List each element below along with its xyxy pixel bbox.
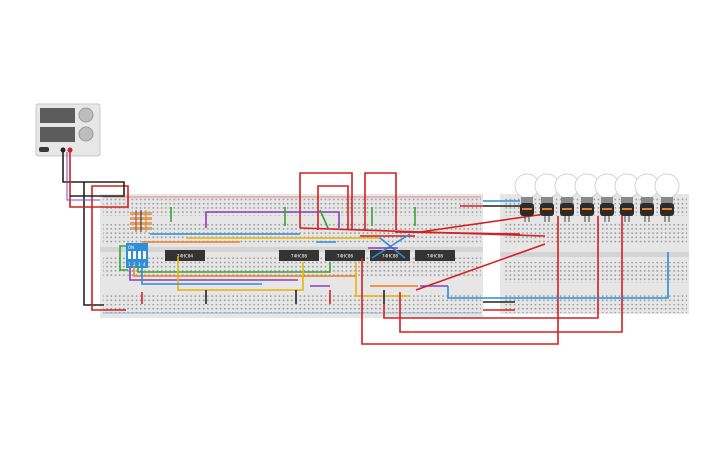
light-bulb[interactable] — [534, 173, 560, 222]
bulb-array — [514, 173, 680, 222]
dip-toggle[interactable] — [138, 251, 141, 259]
ic-chip[interactable]: 74HC08 — [325, 250, 365, 261]
ic-chip[interactable]: 74HC08 — [415, 250, 455, 261]
wire-blue-right[interactable] — [447, 252, 669, 299]
wire-black-top[interactable] — [70, 181, 125, 197]
ic-chips: 74HC04 74HC08 74HC08 74HC08 74HC08 — [165, 250, 455, 261]
ic-chip-label: 74HC08 — [382, 254, 399, 260]
wire-red-power[interactable] — [69, 152, 129, 311]
wire-purple-1[interactable] — [205, 211, 340, 228]
dip-toggle[interactable] — [133, 251, 136, 259]
resistor-array[interactable] — [130, 210, 152, 232]
dip-toggle[interactable] — [128, 251, 131, 259]
wire-red-diag-4[interactable] — [415, 243, 546, 291]
ic-chip[interactable]: 74HC08 — [370, 250, 410, 261]
wire-red-loop-2[interactable] — [317, 185, 349, 230]
power-supply[interactable] — [35, 103, 101, 157]
wire-yellow-2[interactable] — [355, 262, 410, 297]
wire-green-long[interactable] — [137, 262, 331, 273]
dip-position-label: 1 — [128, 262, 131, 267]
ic-chip[interactable]: 74HC08 — [279, 250, 319, 261]
negative-terminal[interactable] — [60, 147, 66, 153]
ic-chip[interactable]: 74HC04 — [165, 250, 205, 261]
wire-green-diag[interactable] — [319, 209, 329, 229]
wire-red-diag-2[interactable] — [394, 231, 521, 235]
wire-yellow-long[interactable] — [177, 256, 304, 291]
light-bulb[interactable] — [514, 173, 540, 222]
ic-chip-label: 74HC04 — [177, 254, 194, 260]
dip-toggle[interactable] — [143, 251, 146, 259]
wire-red-loop-3[interactable] — [364, 172, 397, 230]
light-bulb[interactable] — [554, 173, 580, 222]
wire-red-big-3[interactable] — [383, 216, 599, 319]
ic-chip-label: 74HC08 — [291, 254, 308, 260]
light-bulb[interactable] — [574, 173, 600, 222]
power-switch[interactable] — [39, 147, 49, 152]
wire-red-big-2[interactable] — [399, 216, 623, 333]
wire-red-big-1[interactable] — [361, 216, 559, 345]
wire-blue-long[interactable] — [141, 268, 262, 285]
ic-chip-label: 74HC08 — [427, 254, 444, 260]
voltage-knob[interactable] — [78, 107, 94, 123]
wire-black-power[interactable] — [62, 152, 104, 306]
voltage-display — [40, 108, 75, 123]
wires — [62, 152, 669, 345]
wire-red-diag-3[interactable] — [419, 213, 546, 233]
current-knob[interactable] — [78, 126, 94, 142]
dip-on-label: ON — [128, 245, 134, 250]
wire-red-loop-1[interactable] — [299, 172, 353, 230]
wire-purple-power[interactable] — [66, 152, 100, 201]
wire-orange-long[interactable] — [133, 266, 356, 277]
positive-terminal[interactable] — [67, 147, 73, 153]
dip-position-label: 4 — [143, 262, 146, 267]
wire-green-dip[interactable] — [119, 245, 128, 271]
dip-position-label: 2 — [133, 262, 136, 267]
light-bulb[interactable] — [594, 173, 620, 222]
light-bulb[interactable] — [654, 173, 680, 222]
wire-purple-long[interactable] — [129, 268, 298, 281]
current-display — [40, 127, 75, 142]
ic-chip-label: 74HC08 — [337, 254, 354, 260]
dip-position-label: 3 — [138, 262, 141, 267]
